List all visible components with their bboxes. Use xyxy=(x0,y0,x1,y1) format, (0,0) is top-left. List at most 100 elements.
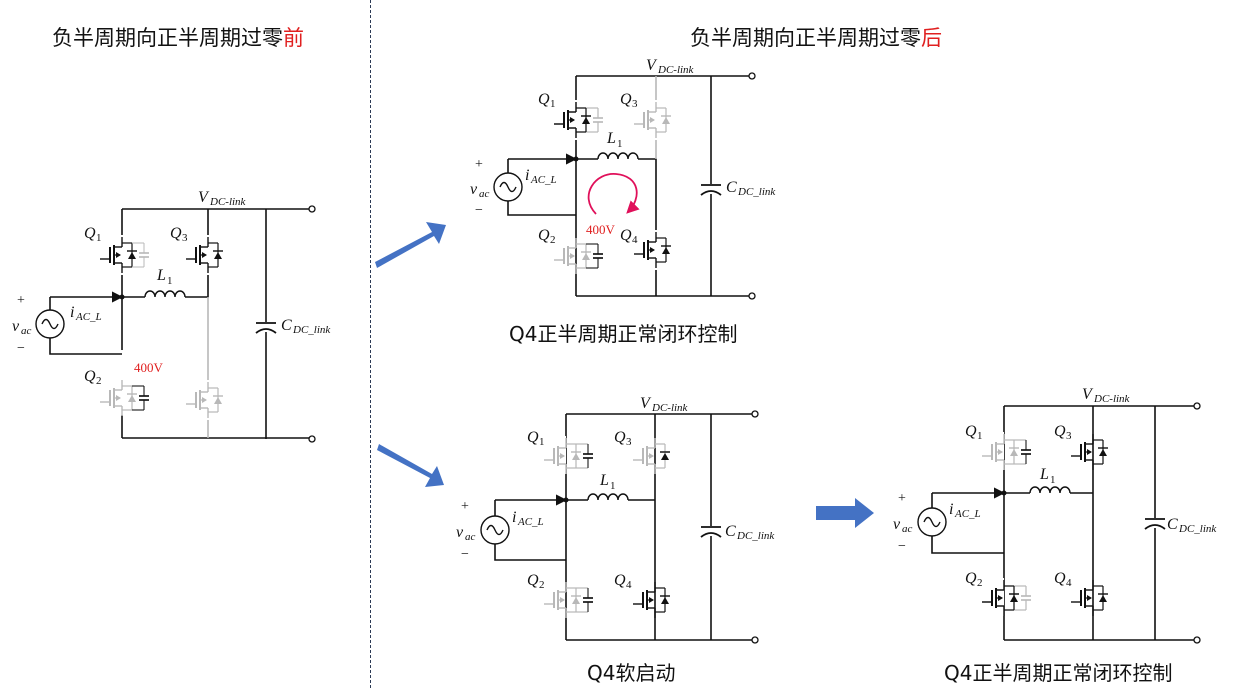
label-iac-d: i xyxy=(949,501,953,518)
label-vac-b: v xyxy=(470,181,478,198)
circuit-closed-loop-bottom: V DC-link C DC_link i AC_L v ac + − L 1 … xyxy=(893,386,1217,644)
label-q2-sub-d: 2 xyxy=(977,577,983,589)
label-q2-d: Q xyxy=(965,570,977,587)
circuit-soft-start: V DC-link C DC_link i AC_L v ac + − L 1 … xyxy=(456,395,775,644)
label-q1-sub-a: 1 xyxy=(96,232,102,244)
label-cdc-sub-b: DC_link xyxy=(737,186,776,198)
label-minus-b: − xyxy=(475,203,483,218)
label-q2-c: Q xyxy=(527,572,539,589)
label-vdc-sub-b: DC-link xyxy=(657,64,695,76)
label-iac-sub-a: AC_L xyxy=(75,311,102,323)
label-minus-a: − xyxy=(17,341,25,356)
label-vdc-sub-d: DC-link xyxy=(1093,393,1131,405)
label-l1-sub-b: 1 xyxy=(617,138,623,150)
label-q3-sub-b: 3 xyxy=(632,98,638,110)
left-title: 负半周期向正半周期过零前 xyxy=(52,22,304,52)
label-iac-c: i xyxy=(512,509,516,526)
caption-bottom-middle: Q4软启动 xyxy=(587,661,676,685)
left-title-highlight: 前 xyxy=(283,26,304,50)
label-iac-sub-d: AC_L xyxy=(954,508,981,520)
arrow-right xyxy=(816,498,874,528)
label-cdc-b: C xyxy=(726,179,737,196)
label-q2-sub-b: 2 xyxy=(550,234,556,246)
label-minus-c: − xyxy=(461,547,469,562)
label-cdc-c: C xyxy=(725,523,736,540)
circuit-before-crossing: V DC-link C DC_link i AC_L v ac + − L 1 … xyxy=(12,189,331,443)
label-q4-sub-d: 4 xyxy=(1066,577,1072,589)
label-q4-sub-b: 4 xyxy=(632,234,638,246)
label-q3-b: Q xyxy=(620,91,632,108)
label-q3-sub-c: 3 xyxy=(626,436,632,448)
label-vac-sub-b: ac xyxy=(479,188,490,200)
label-cdc-sub-d: DC_link xyxy=(1178,523,1217,535)
label-q1-sub-b: 1 xyxy=(550,98,556,110)
label-vdc-sub-c: DC-link xyxy=(651,402,689,414)
label-iac-sub-b: AC_L xyxy=(530,174,557,186)
label-plus-c: + xyxy=(461,499,469,514)
arrow-down-right xyxy=(377,444,444,487)
current-loop-arrow xyxy=(587,173,640,215)
label-l1-sub-d: 1 xyxy=(1050,474,1056,486)
label-l1-c: L xyxy=(599,472,609,489)
left-title-text: 负半周期向正半周期过零 xyxy=(52,26,283,50)
label-q4-sub-c: 4 xyxy=(626,579,632,591)
label-cdc-sub-a: DC_link xyxy=(292,324,331,336)
label-q4-c: Q xyxy=(614,572,626,589)
right-title-highlight: 后 xyxy=(921,26,942,50)
label-l1-sub-c: 1 xyxy=(610,480,616,492)
label-cdc-sub-c: DC_link xyxy=(736,530,775,542)
right-title: 负半周期向正半周期过零后 xyxy=(690,22,942,52)
label-l1-a: L xyxy=(156,267,166,284)
label-q2-sub-c: 2 xyxy=(539,579,545,591)
arrow-up-right xyxy=(375,222,446,268)
label-vdc-c: V xyxy=(640,395,652,412)
label-vac-a: v xyxy=(12,318,20,335)
label-l1-sub-a: 1 xyxy=(167,275,173,287)
label-q1-b: Q xyxy=(538,91,550,108)
section-divider xyxy=(370,0,371,688)
label-q2-b: Q xyxy=(538,227,550,244)
circuit-after-crossing-top: V DC-link C DC_link i AC_L v ac + − L 1 … xyxy=(470,57,776,300)
transition-arrows xyxy=(375,222,874,528)
label-vac-sub-c: ac xyxy=(465,531,476,543)
caption-bottom-right: Q4正半周期正常闭环控制 xyxy=(944,661,1173,685)
label-vdc-b: V xyxy=(646,57,658,74)
label-q1-sub-d: 1 xyxy=(977,430,983,442)
label-q3-sub-a: 3 xyxy=(182,232,188,244)
label-vdc-d: V xyxy=(1082,386,1094,403)
label-cdc-a: C xyxy=(281,317,292,334)
label-q4-d: Q xyxy=(1054,570,1066,587)
label-iac-b: i xyxy=(525,167,529,184)
label-vac-c: v xyxy=(456,524,464,541)
label-iac-a: i xyxy=(70,304,74,321)
label-q1-d: Q xyxy=(965,423,977,440)
label-minus-d: − xyxy=(898,539,906,554)
label-l1-d: L xyxy=(1039,466,1049,483)
label-vac-d: v xyxy=(893,516,901,533)
label-cdc-d: C xyxy=(1167,516,1178,533)
label-q3-d: Q xyxy=(1054,423,1066,440)
label-q4-b: Q xyxy=(620,227,632,244)
label-q1-sub-c: 1 xyxy=(539,436,545,448)
label-vac-sub-d: ac xyxy=(902,523,913,535)
caption-top-right: Q4正半周期正常闭环控制 xyxy=(509,322,738,346)
label-q3-a: Q xyxy=(170,225,182,242)
label-q3-sub-d: 3 xyxy=(1066,430,1072,442)
label-vdc-sub-a: DC-link xyxy=(209,196,247,208)
label-q2-a: Q xyxy=(84,368,96,385)
label-q1-a: Q xyxy=(84,225,96,242)
label-plus-d: + xyxy=(898,491,906,506)
label-l1-b: L xyxy=(606,130,616,147)
label-vac-sub-a: ac xyxy=(21,325,32,337)
label-plus-b: + xyxy=(475,157,483,172)
right-title-text: 负半周期向正半周期过零 xyxy=(690,26,921,50)
label-q3-c: Q xyxy=(614,429,626,446)
label-400v-a: 400V xyxy=(134,360,164,375)
label-q2-sub-a: 2 xyxy=(96,375,102,387)
label-vdc-a: V xyxy=(198,189,210,206)
label-iac-sub-c: AC_L xyxy=(517,516,544,528)
label-400v-b: 400V xyxy=(586,222,616,237)
label-q1-c: Q xyxy=(527,429,539,446)
label-plus-a: + xyxy=(17,293,25,308)
